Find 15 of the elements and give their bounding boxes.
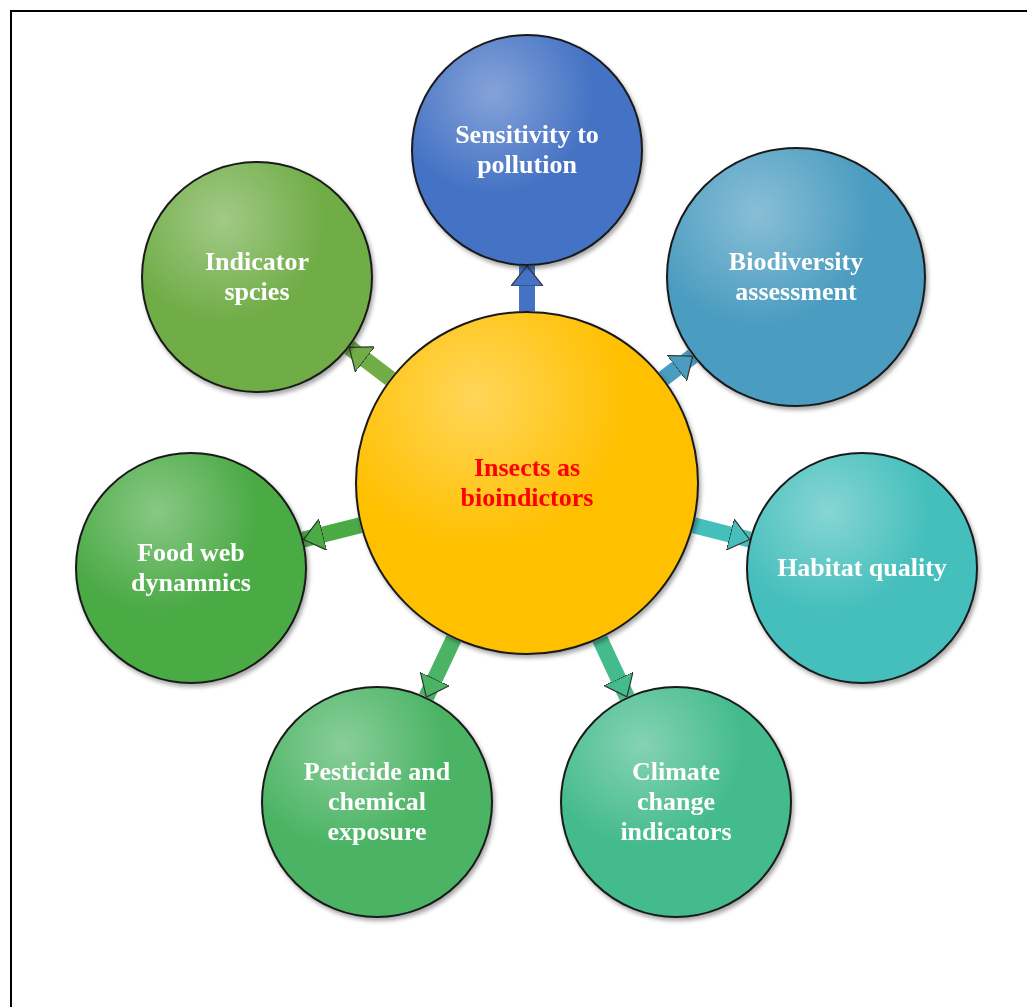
node-label: Pesticide and chemical exposure xyxy=(302,757,452,847)
block-arrow xyxy=(658,349,698,385)
block-arrow xyxy=(510,265,544,311)
node-label: Insects as bioindictors xyxy=(459,453,595,513)
node-label: Climate change indicators xyxy=(619,757,733,847)
block-arrow xyxy=(592,635,635,701)
block-arrow xyxy=(344,341,396,386)
block-arrow xyxy=(691,517,752,551)
node-label: Biodiversity assessment xyxy=(727,247,865,307)
node-label: Food web dynamnics xyxy=(130,538,252,598)
node-label: Indicator spcies xyxy=(204,247,310,307)
block-arrow xyxy=(419,635,462,701)
node-label: Habitat quality xyxy=(777,553,947,583)
node-label: Sensitivity to pollution xyxy=(454,120,600,180)
block-arrow xyxy=(301,517,363,551)
